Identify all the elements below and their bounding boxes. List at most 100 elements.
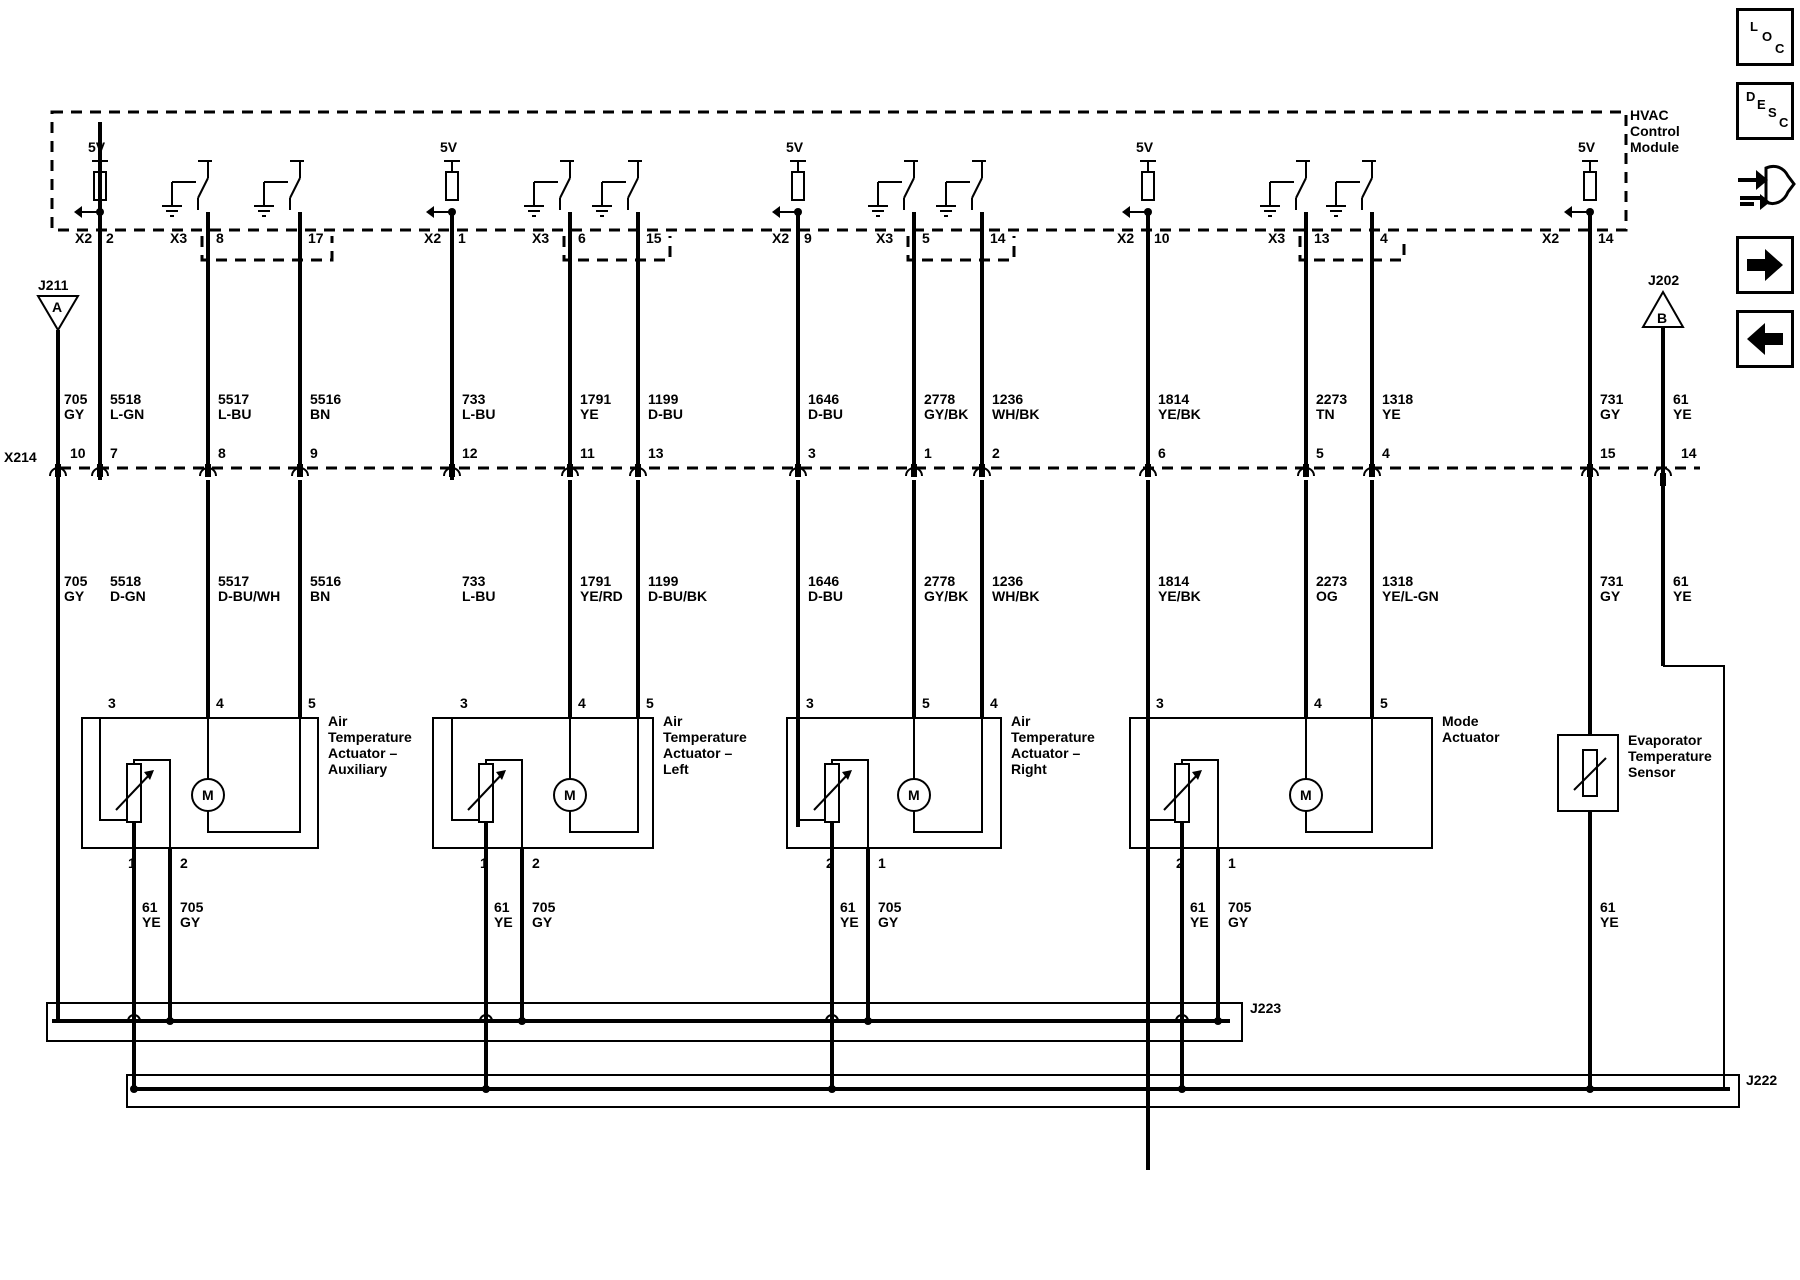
group-4-pot-top-wire [1181, 759, 1219, 848]
group-3-act-pin-3: 4 [990, 695, 998, 711]
j202-x214-pin: 14 [1681, 445, 1697, 461]
evap-down-label-number: 731 [1600, 573, 1624, 589]
group-1-drv-a-switch [197, 177, 209, 199]
j202-down-label-color: YE [1673, 588, 1692, 604]
arrow-left-icon [1747, 323, 1783, 355]
desc-letter-e: E [1757, 97, 1766, 112]
group-4-x2-pin: 10 [1154, 230, 1170, 246]
group-3-down-label-3-number: 1236 [992, 573, 1023, 589]
j202-x214-term [1654, 467, 1672, 477]
group-3-down-label-1-number: 1646 [808, 573, 839, 589]
group-2-up-label-1-number: 733 [462, 391, 486, 407]
j211-splice-marker [36, 295, 80, 332]
module-title-2: Control [1630, 123, 1680, 139]
evap-up-label-number: 731 [1600, 391, 1624, 407]
group-1-bot-pin-1: 1 [128, 855, 136, 871]
j202-down-label-number: 61 [1673, 573, 1689, 589]
group-2-up-label-3-number: 1199 [648, 391, 679, 407]
group-2-motor-bottom-wire [569, 718, 639, 833]
loc-letter-c: C [1775, 41, 1785, 56]
connector-views-icon[interactable] [1736, 158, 1796, 216]
group-4-wiper-wire [1147, 718, 1175, 821]
j202-letter: B [1657, 310, 1667, 326]
evap-x2-label: X2 [1542, 230, 1559, 246]
group-3-potentiometer [824, 763, 840, 823]
group-1-act-pin-3: 5 [308, 695, 316, 711]
group-4-name-1: Mode [1442, 713, 1479, 729]
group-2-actuator-box [432, 717, 654, 849]
group-2-up-label-2-color: YE [580, 406, 599, 422]
group-2-act-pin-2: 4 [578, 695, 586, 711]
group-1-name-2: Temperature [328, 729, 412, 745]
evaporator-name-1: Evaporator [1628, 732, 1702, 748]
previous-page-button[interactable] [1736, 310, 1794, 368]
group-1-name-4: Auxiliary [328, 761, 387, 777]
group-4-down-label-2-color: OG [1316, 588, 1338, 604]
group-2-drv-b-switch [627, 177, 639, 199]
loc-letter-o: O [1762, 29, 1773, 44]
group-2-bot-pin-2: 2 [532, 855, 540, 871]
arrow-right-icon [1747, 249, 1783, 281]
group-3-down-label-1-color: D-BU [808, 588, 843, 604]
group-4-bot-ref-label-number: 705 [1228, 899, 1252, 915]
group-2-bot-ref-label-color: GY [532, 914, 553, 930]
loc-button[interactable]: L O C [1736, 8, 1794, 66]
j202-up-label-number: 61 [1673, 391, 1689, 407]
group-3-pot-arrowhead [842, 770, 852, 780]
group-2-down-label-1-color: L-BU [462, 588, 495, 604]
module-title-3: Module [1630, 139, 1679, 155]
group-2-wiper-wire [451, 718, 479, 821]
ground-down-label-color: GY [64, 588, 85, 604]
group-1-up-label-3-number: 5516 [310, 391, 341, 407]
group-3-pot-arrow [813, 771, 851, 811]
group-4-act-pin-1: 3 [1156, 695, 1164, 711]
group-3-x214-term-2-pin [911, 464, 917, 477]
group-4-x214-term-1-pin [1145, 464, 1151, 477]
desc-letter-d: D [1746, 89, 1756, 104]
group-4-x214-pin-1: 6 [1158, 445, 1166, 461]
group-3-up-label-1-number: 1646 [808, 391, 839, 407]
group-2-x214-pin-3: 13 [648, 445, 664, 461]
group-4-up-label-3-color: YE [1382, 406, 1401, 422]
group-4-ref-resistor [1141, 171, 1155, 201]
group-2-up-label-2-number: 1791 [580, 391, 611, 407]
group-1-bot-signal-label-number: 61 [142, 899, 158, 915]
group-3-down-label-3-color: WH/BK [992, 588, 1039, 604]
group-4-bot-pin-1: 2 [1176, 855, 1184, 871]
j211-label: J211 [38, 277, 69, 293]
group-3-x214-pin-1: 3 [808, 445, 816, 461]
next-page-button[interactable] [1736, 236, 1794, 294]
group-3-up-label-1-color: D-BU [808, 406, 843, 422]
group-1-ref-5v-label: 5V [88, 139, 106, 155]
desc-button[interactable]: D E S C [1736, 82, 1794, 140]
group-3-up-label-2-number: 2778 [924, 391, 955, 407]
ground-down-label-number: 705 [64, 573, 88, 589]
group-3-bot-ref-label-color: GY [878, 914, 899, 930]
group-3-motor-label: M [908, 787, 920, 803]
j222-label: J222 [1746, 1072, 1777, 1088]
group-2-x3-pin-a: 6 [578, 230, 586, 246]
group-1-down-label-1-number: 5518 [110, 573, 141, 589]
group-2-drv-a-switch [559, 177, 571, 199]
group-1-up-label-2-color: L-BU [218, 406, 251, 422]
group-1-wiper-wire [99, 718, 127, 821]
evap-thermistor [1582, 749, 1598, 797]
group-3-up-label-2-color: GY/BK [924, 406, 968, 422]
group-2-act-pin-3: 5 [646, 695, 654, 711]
group-1-x3-pin-a: 8 [216, 230, 224, 246]
group-1-down-label-1-color: D-GN [110, 588, 146, 604]
group-1-down-label-3-number: 5516 [310, 573, 341, 589]
group-4-up-label-2-number: 2273 [1316, 391, 1347, 407]
j202-label: J202 [1648, 272, 1679, 288]
group-1-x214-term-2-pin [205, 464, 211, 477]
group-2-bot-ref-label-number: 705 [532, 899, 556, 915]
group-1-act-pin-2: 4 [216, 695, 224, 711]
group-3-drv-b-switch [971, 177, 983, 199]
group-3-x2-pin: 9 [804, 230, 812, 246]
group-3-x3-pin-b: 14 [990, 230, 1006, 246]
group-4-actuator-box [1129, 717, 1433, 849]
group-4-bot-ref-label-color: GY [1228, 914, 1249, 930]
group-3-ref-5v-label: 5V [786, 139, 804, 155]
group-2-down-label-2-color: YE/RD [580, 588, 623, 604]
evap-ref-5v-label: 5V [1578, 139, 1596, 155]
